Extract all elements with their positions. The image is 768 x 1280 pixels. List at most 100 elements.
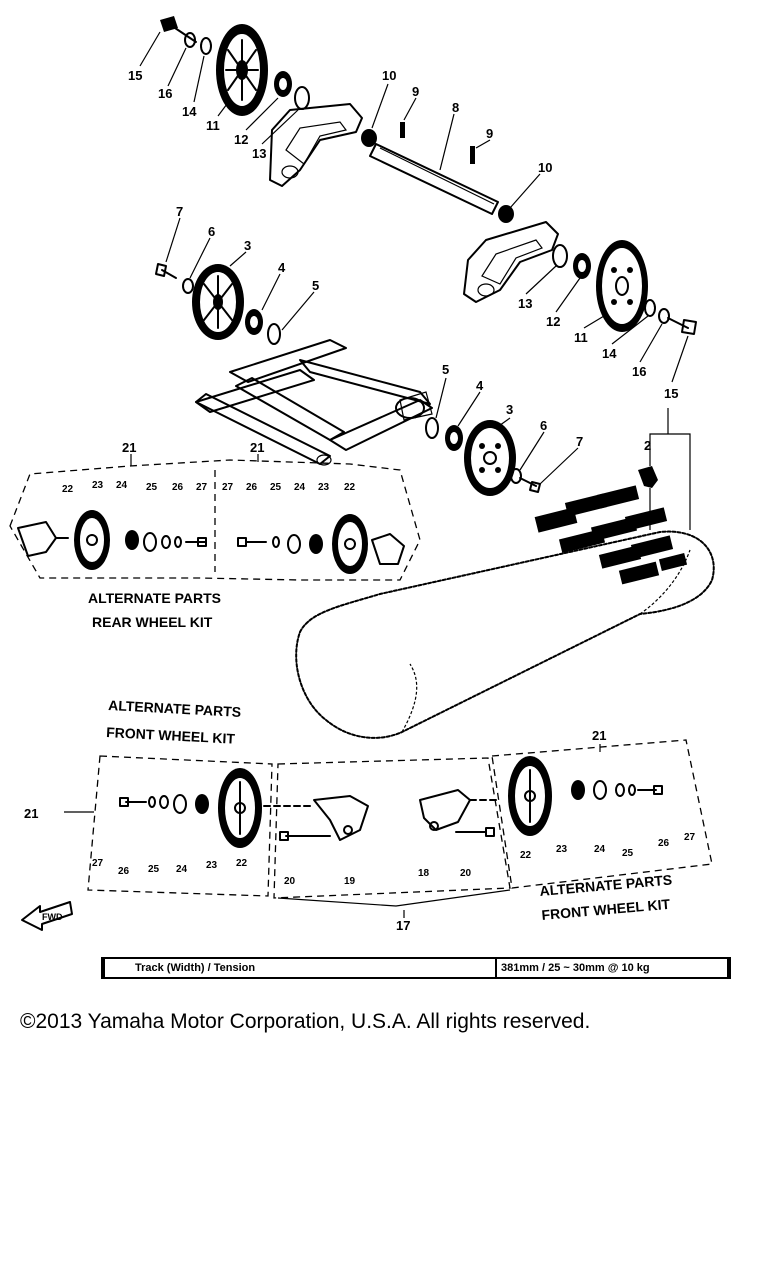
washer-16 [184,32,196,48]
bearing-4 [245,309,263,335]
callout-13-right: 13 [518,296,532,311]
rear-kit-26-right: 26 [246,482,258,493]
bearing-4-right [445,425,463,451]
bolt-15-right [667,317,697,335]
rear-kit-24-left: 24 [116,480,128,491]
bushing-10-top [361,129,377,147]
front-kit-26-right: 26 [658,838,670,849]
rear-kit-wheel-22a [74,510,110,570]
callout-15-right: 15 [664,386,678,401]
front-kit-27-left: 27 [92,858,104,869]
front-kit-25-left: 25 [148,864,160,875]
callout-16-right: 16 [632,364,646,379]
callout-9: 9 [412,84,419,99]
front-kit-wheel-22b [508,756,552,836]
rear-kit-25-right: 25 [270,482,282,493]
mid-right-wheel-assembly [425,417,541,496]
callout-21-front-left: 21 [24,806,38,821]
callout-14: 14 [182,104,197,119]
front-kit-right-caption-line1: ALTERNATE PARTS [539,871,673,899]
front-kit-27-right: 27 [684,832,696,843]
track-belt [295,466,715,739]
front-kit-22-right: 22 [520,850,532,861]
leader-lines [130,31,691,918]
callout-9-second: 9 [486,126,493,141]
pin-9-top [400,122,405,138]
callout-21-front-right: 21 [592,728,606,743]
callout-2: 2 [644,438,651,453]
suspension-frame [195,339,433,466]
callout-7: 7 [176,204,183,219]
rear-kit-caption-line1: ALTERNATE PARTS [88,590,221,606]
front-kit-left-parts [119,768,262,848]
rear-kit-27-left: 27 [196,482,208,493]
ring-5-right [425,417,439,439]
callout-4-right: 4 [476,378,484,393]
callout-15: 15 [128,68,142,83]
callout-16: 16 [158,86,172,101]
washer-14-right [644,299,656,317]
front-kit-right-parts [508,756,663,836]
track-cleats [534,485,688,585]
ring-13 [294,86,310,110]
front-kit-25-right: 25 [622,848,634,859]
rear-kit-wheel-22b [332,514,368,574]
rear-kit-left-parts [17,510,207,570]
bearing-12-right [573,253,591,279]
track-clip-2 [638,466,658,530]
callout-5: 5 [312,278,319,293]
washer-6 [182,278,194,294]
wheel-3-right [464,420,516,496]
idler-wheel-11 [216,24,268,116]
rear-kit-23-right: 23 [318,482,330,493]
rear-kit-26-left: 26 [172,482,184,493]
shaft-assembly [361,122,514,223]
fwd-label: FWD [42,912,63,922]
rear-kit-22-right: 22 [344,482,356,493]
washer-14 [200,37,212,55]
callout-12: 12 [234,132,248,147]
bearing-12 [274,71,292,97]
front-kit-wheel-22a [218,768,262,848]
front-kit-23-left: 23 [206,860,218,871]
front-kit-24-left: 24 [176,864,188,875]
copyright-notice: ©2013 Yamaha Motor Corporation, U.S.A. A… [20,1010,591,1033]
callout-8: 8 [452,100,459,115]
front-kit-20-right: 20 [460,868,472,879]
ring-13-right [552,244,568,268]
callout-13: 13 [252,146,266,161]
front-kit-22-left: 22 [236,858,248,869]
callout-12-right: 12 [546,314,560,329]
rear-kit-27-right: 27 [222,482,234,493]
bolt-7 [155,263,177,279]
front-kit-brackets [263,789,501,841]
rear-kit-25-left: 25 [146,482,158,493]
wheel-3 [192,264,244,340]
front-kit-20-left: 20 [284,876,296,887]
shaft-8 [369,143,499,215]
idler-wheel-11-right [596,240,648,332]
callout-11-right: 11 [574,330,588,345]
callout-3: 3 [244,238,251,253]
front-kit-right-caption-line2: FRONT WHEEL KIT [541,896,671,923]
callout-5-right: 5 [442,362,449,377]
right-swing-arm [463,221,559,303]
callout-6: 6 [208,224,215,239]
left-swing-arm [269,103,363,187]
spec-value: 381mm / 25 ~ 30mm @ 10 kg [501,962,650,974]
spec-table: Track (Width) / Tension 381mm / 25 ~ 30m… [101,957,731,979]
rear-kit-24-right: 24 [294,482,306,493]
callout-6-right: 6 [540,418,547,433]
pin-9-bottom [470,146,475,164]
bracket-17 [277,889,511,907]
callout-10: 10 [382,68,396,83]
forward-arrow-icon: FWD [21,901,73,931]
washer-6-right [510,468,522,484]
rear-kit-23-left: 23 [92,480,104,491]
front-kit-19: 19 [344,876,356,887]
bolt-7-right [519,477,541,493]
front-kit-18: 18 [418,868,430,879]
spec-label: Track (Width) / Tension [105,959,497,977]
bushing-10-bottom [498,205,514,223]
right-wheel-assembly [463,221,697,335]
